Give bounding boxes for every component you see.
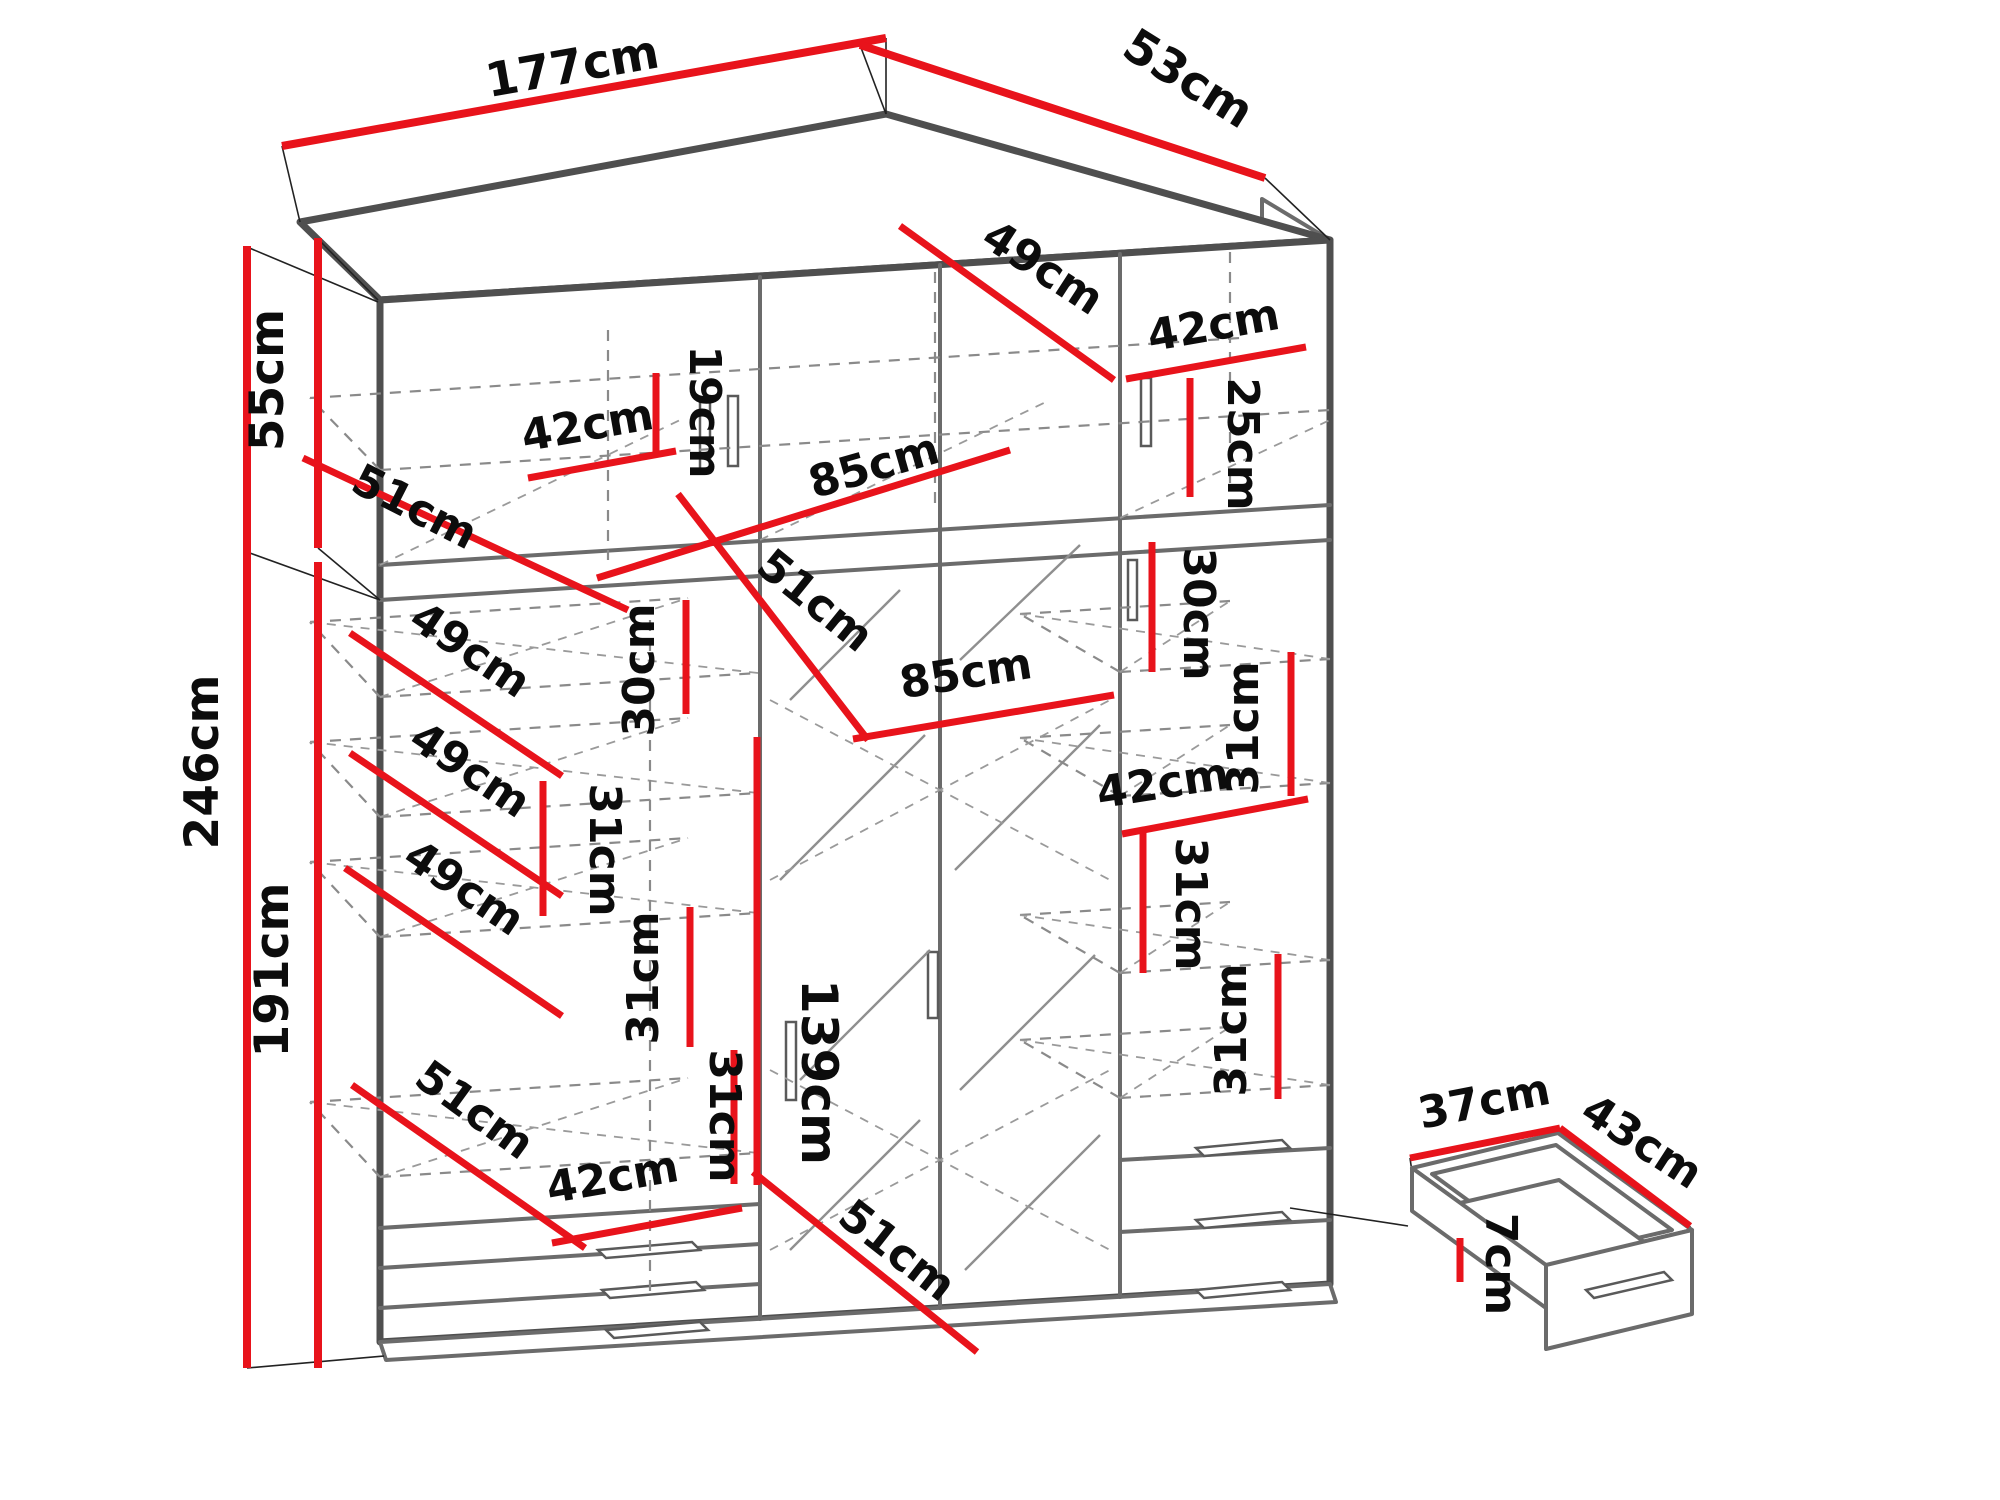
drawer-handle	[599, 1280, 707, 1300]
dim-label-mirror-height: 139cm	[790, 979, 848, 1165]
top-band-line-2	[378, 538, 1332, 602]
dim-label-drawer: 37cm	[1414, 1064, 1554, 1139]
dim-label: 31cm	[1206, 963, 1257, 1096]
mirror-door-handle	[784, 1020, 798, 1102]
dim-label-drawer: 7cm	[1475, 1213, 1526, 1316]
dimension-lines	[243, 34, 1309, 1368]
dim-label: 55cm	[240, 309, 295, 451]
dim-label: 30cm	[1173, 547, 1224, 680]
dim-label: 31cm	[579, 783, 630, 916]
top-door-handle	[726, 394, 740, 468]
dim-label: 19cm	[679, 345, 730, 478]
mirror-hatching	[779, 544, 1101, 1271]
dim-line-overall-depth	[858, 41, 1267, 182]
dim-line-drawer-depth	[1557, 1125, 1693, 1229]
mirror-door-handle	[926, 950, 940, 1020]
door-handles	[698, 376, 1153, 1102]
dim-label: 31cm	[699, 1049, 750, 1182]
dim-label: 191cm	[245, 883, 300, 1058]
right-drawer-stack	[1118, 1138, 1332, 1300]
drawer-detail-leader	[1289, 1207, 1409, 1227]
drawer-handle	[1193, 1210, 1293, 1230]
right-door-handle	[1126, 558, 1139, 622]
top-band-line-1	[378, 503, 1332, 567]
dim-label: 53cm	[1113, 18, 1263, 140]
dim-label: 246cm	[175, 675, 230, 850]
drawer-handle	[603, 1320, 711, 1340]
right-shelves	[1019, 599, 1331, 1100]
drawer-handle	[1193, 1138, 1293, 1158]
drawer-detail-handle	[1583, 1270, 1675, 1300]
wardrobe-body	[296, 110, 1338, 1362]
dim-label: 30cm	[614, 603, 665, 736]
dim-label: 31cm	[1165, 837, 1216, 970]
dim-line-overall-width	[281, 34, 887, 150]
top-door-handle	[698, 398, 712, 472]
extension-lines	[246, 38, 1691, 1369]
dim-label: 31cm	[618, 911, 669, 1044]
drawer-handle	[1193, 1280, 1293, 1300]
top-right-door-handle	[1139, 376, 1153, 448]
drawer-detail	[1409, 1124, 1694, 1351]
dim-label: 31cm	[1218, 661, 1269, 794]
dim-label: 25cm	[1217, 377, 1268, 510]
base-plinth	[378, 1282, 1338, 1362]
dim-line-drawer-width	[1409, 1124, 1561, 1162]
